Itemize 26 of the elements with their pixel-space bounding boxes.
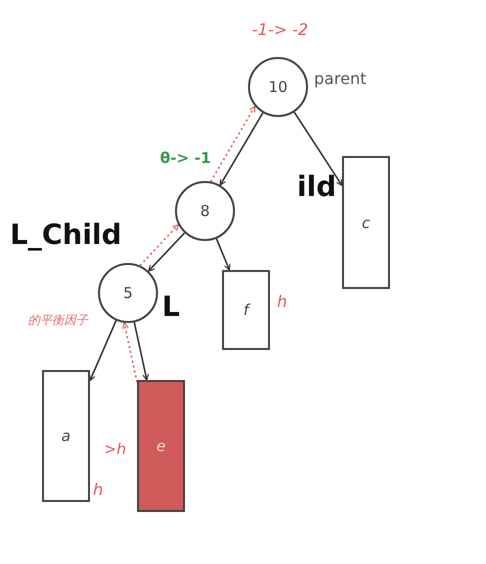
tree-node-circle: 10 xyxy=(248,57,308,117)
arrow xyxy=(148,232,186,272)
subtree-box: e xyxy=(137,380,185,512)
subtree-box: a xyxy=(42,370,90,502)
arrow xyxy=(216,238,230,271)
subtree-box: f xyxy=(222,270,270,350)
height-label: h xyxy=(93,480,104,499)
subtree-box: c xyxy=(342,156,390,289)
node-caption: parent xyxy=(314,69,366,88)
balance-factor-note: 的平衡因子 xyxy=(28,312,88,329)
pointer-label: L_Child xyxy=(10,218,122,251)
tree-node-circle: 8 xyxy=(175,181,235,241)
dotted-arrow xyxy=(210,106,256,182)
balance-change-label: θ-> -1 xyxy=(160,149,211,167)
dotted-arrow xyxy=(122,322,138,382)
height-label: >h xyxy=(104,440,126,458)
pointer-label: ild xyxy=(297,170,336,203)
pointer-label: L xyxy=(162,290,180,323)
dotted-arrow xyxy=(140,224,179,266)
arrow xyxy=(220,112,264,186)
balance-change-label: -1-> -2 xyxy=(252,20,308,39)
arrow xyxy=(294,112,343,186)
arrow xyxy=(134,322,149,381)
height-label: h xyxy=(277,292,288,311)
arrow xyxy=(89,320,117,382)
tree-node-circle: 5 xyxy=(98,263,158,323)
